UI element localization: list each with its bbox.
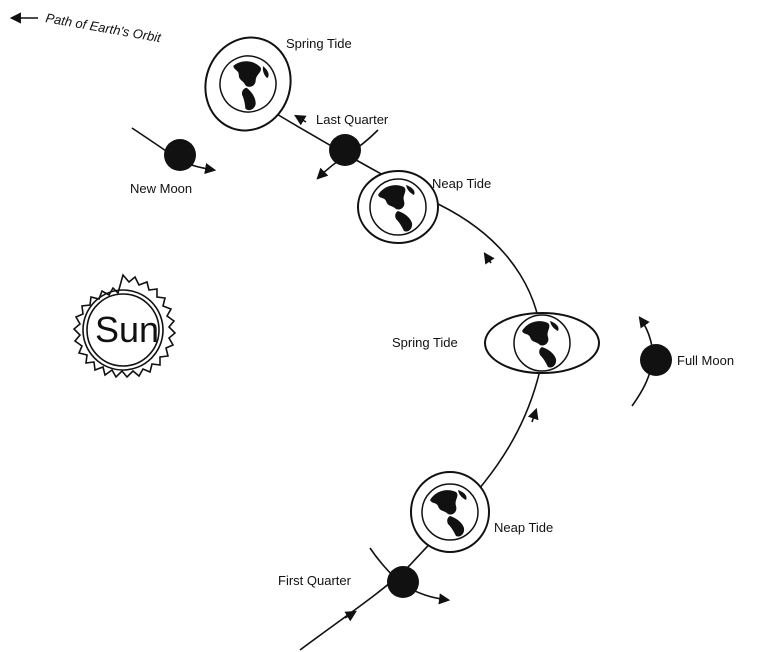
moon-label-first-quarter: First Quarter	[278, 573, 352, 588]
sun-rays	[72, 273, 177, 379]
orbit-arrow-3	[483, 252, 495, 265]
moon-label-full: Full Moon	[677, 353, 734, 368]
new-moon	[164, 139, 196, 171]
orbit-arrow-1	[344, 610, 357, 622]
sun-disc	[82, 289, 164, 371]
earth-neap-tide-lower	[410, 471, 490, 553]
sun-label: Sun	[95, 309, 159, 350]
orbit-arrow-4	[294, 114, 307, 126]
earth-spring-tide-top	[204, 36, 292, 132]
earth-globe-icon	[369, 178, 427, 236]
tide-label-3: Spring Tide	[392, 335, 458, 350]
orbit-arrow-2	[527, 407, 539, 423]
moon-label-last-quarter: Last Quarter	[316, 112, 389, 127]
tide-label-2: Neap Tide	[432, 176, 491, 191]
sun: Sun	[72, 273, 177, 379]
tide-label-4: Neap Tide	[494, 520, 553, 535]
sun-inner-ring	[86, 293, 160, 367]
last-quarter-moon	[329, 134, 361, 166]
orbit-label: Path of Earth's Orbit	[44, 10, 163, 45]
moon-label-new: New Moon	[130, 181, 192, 196]
tide-label-1: Spring Tide	[286, 36, 352, 51]
full-moon	[640, 344, 672, 376]
earth-neap-tide-upper	[357, 170, 439, 244]
earth-globe-icon	[421, 483, 479, 541]
first-quarter-moon	[387, 566, 419, 598]
earth-spring-tide-middle	[484, 312, 600, 374]
earth-globe-icon	[513, 314, 571, 372]
